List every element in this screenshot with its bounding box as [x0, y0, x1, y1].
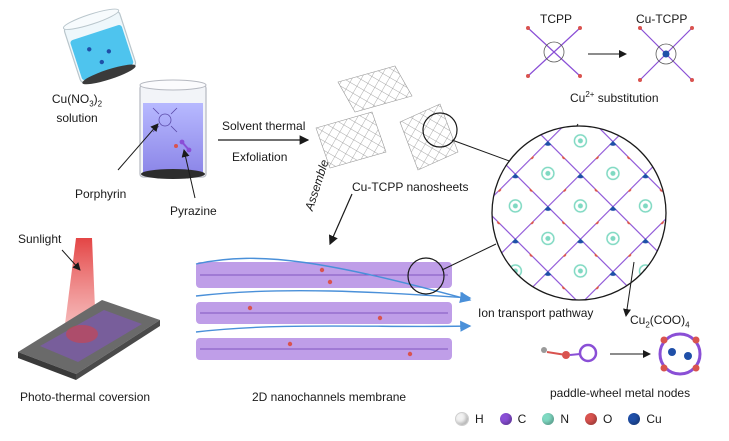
porphyrin-label: Porphyrin: [75, 187, 127, 201]
legend-label-o: O: [603, 412, 613, 426]
pyrazine-pointer: [181, 149, 196, 199]
atom-legend: H C N O Cu: [455, 412, 678, 426]
assemble-arrow: [328, 193, 353, 246]
zoom-circle-sheet: [422, 112, 458, 148]
legend-item-o: O: [585, 412, 612, 426]
ion-transport-label: Ion transport pathway: [478, 306, 594, 320]
node-pointer: [623, 261, 635, 317]
cu-tcpp-molecule: [638, 26, 694, 82]
zoom-connector-top: [451, 139, 513, 163]
porphyrin-pointer: [117, 123, 159, 171]
sunlight-arrow: [61, 249, 81, 271]
paddle-nodes-label: paddle-wheel metal nodes: [550, 386, 691, 400]
paddle-wheel-node: [658, 332, 702, 376]
legend-label-n: N: [560, 412, 570, 426]
cu-solution-label: Cu(NO3)2 solution: [51, 92, 103, 126]
tcpp-molecule: [526, 26, 582, 78]
linker-molecule: [541, 343, 598, 363]
nanosheets-label: Cu-TCPP nanosheets: [352, 180, 469, 194]
sunlight-label: Sunlight: [18, 232, 62, 246]
zoom-circle-membrane: [407, 257, 445, 295]
legend-item-h: H: [455, 412, 484, 426]
cu-tcpp-label: Cu-TCPP: [636, 12, 688, 26]
legend-dot-o: [585, 413, 598, 425]
legend-label-c: C: [517, 412, 527, 426]
cu-substitution-label: Cu2+ substitution: [570, 90, 659, 105]
membrane-label: 2D nanochannels membrane: [252, 390, 407, 404]
pyrazine-label: Pyrazine: [170, 204, 217, 218]
ion-path-2: [195, 289, 472, 303]
membrane-layers: [196, 262, 452, 360]
photothermal-plate: [18, 300, 160, 380]
nanosheet-right: [399, 103, 459, 171]
legend-item-cu: Cu: [628, 412, 662, 426]
legend-item-n: N: [542, 412, 569, 426]
nanosheet-top: [337, 65, 413, 113]
zoom-connector-bottom: [441, 243, 497, 271]
exfoliation-label: Exfoliation: [232, 150, 288, 164]
legend-item-c: C: [499, 412, 527, 426]
reaction-beaker: [139, 79, 207, 179]
solvent-thermal-label: Solvent thermal: [222, 119, 306, 133]
cu-solution-beaker: [62, 8, 137, 85]
tcpp-label: TCPP: [540, 12, 573, 26]
legend-dot-n: [542, 413, 555, 425]
sunlight-beam: [64, 238, 96, 332]
legend-label-cu: Cu: [646, 412, 662, 426]
legend-dot-cu: [628, 413, 641, 425]
legend-dot-c: [499, 413, 512, 425]
photothermal-label: Photo-thermal coversion: [20, 390, 151, 404]
framework-zoom: [491, 125, 667, 301]
ion-path-1: [195, 257, 472, 303]
paddle-formula-label: Cu2(COO)4: [630, 313, 690, 330]
legend-dot-h: [455, 412, 469, 426]
legend-label-h: H: [475, 412, 484, 426]
nanosheet-middle: [315, 111, 387, 169]
ion-path-3: [195, 320, 472, 333]
